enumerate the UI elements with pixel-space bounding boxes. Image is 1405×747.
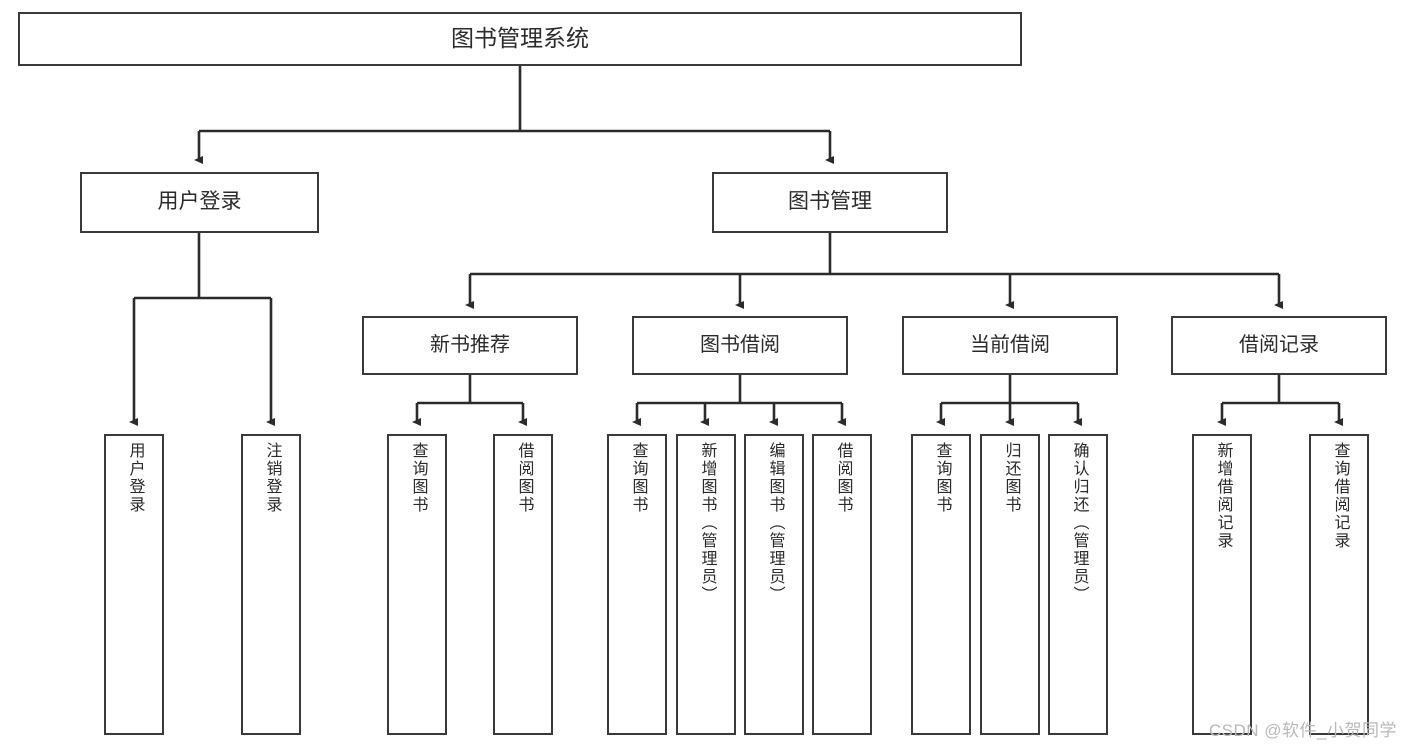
node-current-borrow[interactable]: 当前借阅 [902,316,1118,375]
node-label: 查询图书 [409,442,427,514]
leaf-query-book-borrow[interactable]: 查询图书 [607,434,667,735]
leaf-query-book-recommend[interactable]: 查询图书 [387,434,447,735]
node-label: 借阅图书 [515,442,533,514]
node-book-management[interactable]: 图书管理 [712,172,948,233]
node-label: 图书借阅 [700,333,780,356]
node-label: 图书管理系统 [451,25,589,52]
node-label: 用户登录 [126,442,144,514]
node-new-book-recommend[interactable]: 新书推荐 [362,316,578,375]
node-label: 查询图书 [629,442,647,514]
leaf-edit-book-admin[interactable]: 编辑图书（管理员） [744,434,804,735]
leaf-logout[interactable]: 注销登录 [241,434,301,735]
node-label: 查询图书 [933,442,951,514]
node-label: 归还图书 [1002,442,1020,514]
node-label: 借阅记录 [1239,333,1319,356]
leaf-query-book-current[interactable]: 查询图书 [911,434,971,735]
leaf-borrow-book[interactable]: 借阅图书 [812,434,872,735]
leaf-query-borrow-record[interactable]: 查询借阅记录 [1309,434,1369,735]
node-label: 用户登录 [157,190,242,214]
leaf-add-borrow-record[interactable]: 新增借阅记录 [1192,434,1252,735]
node-user-login[interactable]: 用户登录 [80,172,319,233]
node-label: 当前借阅 [970,333,1050,356]
node-borrow-records[interactable]: 借阅记录 [1171,316,1387,375]
leaf-borrow-book-recommend[interactable]: 借阅图书 [493,434,553,735]
csdn-watermark: CSDN @软件_小贺同学 [1208,721,1397,740]
node-root-system[interactable]: 图书管理系统 [18,12,1022,66]
leaf-add-book-admin[interactable]: 新增图书（管理员） [676,434,736,735]
leaf-confirm-return-admin[interactable]: 确认归还（管理员） [1048,434,1108,735]
node-label: 编辑图书（管理员） [766,442,784,604]
leaf-return-book[interactable]: 归还图书 [980,434,1040,735]
node-label: 新增图书（管理员） [698,442,716,604]
node-book-borrow[interactable]: 图书借阅 [632,316,848,375]
node-label: 新增借阅记录 [1214,442,1232,550]
node-label: 确认归还（管理员） [1070,442,1088,604]
node-label: 借阅图书 [834,442,852,514]
leaf-user-login[interactable]: 用户登录 [104,434,164,735]
node-label: 新书推荐 [430,333,510,356]
node-label: 查询借阅记录 [1331,442,1349,550]
node-label: 图书管理 [788,190,872,214]
node-label: 注销登录 [263,442,281,514]
